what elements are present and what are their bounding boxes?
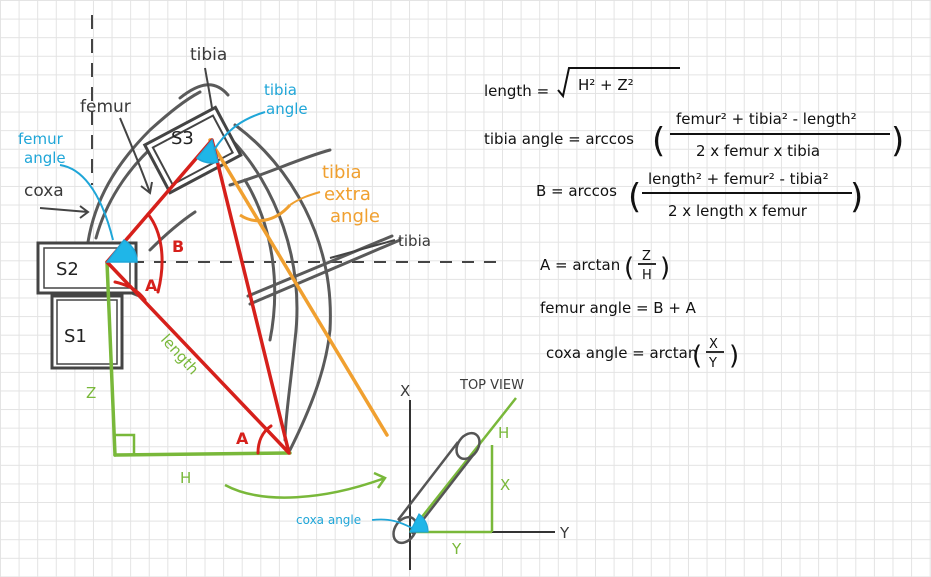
equation-b-lhs: B = arccos	[536, 182, 617, 200]
tibia-extra-angle-leader	[289, 191, 321, 206]
coxa-angle-leader	[371, 518, 413, 529]
coxa-angle-label: coxa angle	[296, 513, 361, 527]
top-view-x-axis-label: X	[400, 382, 410, 400]
h-label: H	[180, 469, 191, 487]
tibia-angle-label-line1: tibia	[264, 81, 297, 99]
s2-label: S2	[56, 259, 79, 280]
top-view-diagonal	[409, 397, 517, 533]
z-h-right-triangle	[105, 260, 292, 457]
svg-text:): )	[891, 121, 904, 161]
femur-angle-leader	[59, 164, 114, 241]
angle-a-lower-label: A	[236, 429, 249, 448]
femur-angle-label-line1: femur	[18, 130, 64, 148]
svg-text:): )	[729, 341, 739, 371]
equation-coxa-angle: coxa angle = arctan ( X Y )	[546, 337, 739, 371]
tibia-right-leader	[329, 239, 396, 259]
equation-tibia-lhs: tibia angle = arccos	[484, 130, 634, 148]
top-view-y-axis-label: Y	[559, 524, 570, 542]
equation-coxa-lhs: coxa angle = arctan	[546, 344, 697, 362]
top-view-x-label: X	[500, 476, 510, 494]
tibia-top-label: tibia	[190, 45, 227, 65]
tibia-angle-leader	[213, 111, 266, 151]
equation-coxa-denominator: Y	[708, 356, 717, 371]
equation-length: length = H² + Z²	[484, 67, 680, 100]
ik-triangle	[105, 138, 291, 455]
equation-b-numerator: length² + femur² - tibia²	[648, 170, 829, 188]
svg-text:): )	[660, 253, 670, 283]
coxa-arrow	[39, 205, 90, 219]
top-view-diagram: TOP VIEW X Y H X Y coxa angle	[296, 378, 570, 570]
coxa-label: coxa	[24, 181, 64, 201]
sqrt-sign	[557, 67, 680, 99]
equation-a-lhs: A = arctan	[540, 256, 620, 274]
equation-length-lhs: length =	[484, 82, 549, 100]
tibia-extension-line	[208, 138, 389, 437]
top-view-leg-link	[392, 431, 481, 545]
equation-a: A = arctan ( Z H )	[540, 249, 670, 283]
svg-text:(: (	[692, 341, 702, 371]
femur-arrow	[119, 117, 153, 195]
equation-length-rhs: H² + Z²	[578, 76, 634, 94]
tibia-top-leader	[204, 67, 213, 109]
tibia-extra-angle-arc	[239, 203, 292, 223]
tibia-right-label: tibia	[398, 232, 431, 250]
equation-a-denominator: H	[642, 268, 652, 283]
equation-femur-angle: femur angle = B + A	[540, 299, 697, 317]
tibia-angle-wedge	[195, 138, 219, 164]
top-view-title: TOP VIEW	[459, 378, 524, 393]
svg-text:(: (	[624, 253, 634, 283]
leg-outline	[86, 83, 402, 452]
coxa-angle-wedge	[409, 513, 429, 533]
z-label: Z	[86, 384, 96, 402]
equation-tibia-angle: tibia angle = arccos ( femur² + tibia² -…	[484, 110, 904, 161]
top-view-h-label: H	[498, 424, 509, 442]
tibia-extra-angle-label-line2: extra	[324, 184, 371, 205]
tibia-extra-angle-label-line1: tibia	[322, 162, 362, 183]
tibia-angle-label-line2: angle	[266, 100, 308, 118]
angle-a-upper-label: A	[145, 276, 158, 295]
femur-label: femur	[80, 97, 131, 117]
femur-angle-label-line2: angle	[24, 149, 66, 167]
equation-b-denominator: 2 x length x femur	[668, 202, 808, 220]
femur-angle-wedge	[105, 239, 138, 263]
tibia-extra-angle-label-line3: angle	[330, 206, 380, 227]
s3-label: S3	[171, 128, 194, 149]
to-top-view-arrow	[224, 471, 387, 499]
svg-text:(: (	[628, 177, 641, 217]
svg-text:(: (	[652, 121, 665, 161]
svg-text:): )	[850, 177, 863, 217]
top-view-y-label: Y	[451, 540, 462, 558]
s1-label: S1	[64, 326, 87, 347]
equation-coxa-numerator: X	[709, 337, 718, 352]
equation-tibia-denominator: 2 x femur x tibia	[696, 142, 820, 160]
equation-b: B = arccos ( length² + femur² - tibia² 2…	[536, 170, 863, 220]
angle-b-label: B	[172, 237, 184, 256]
equation-tibia-numerator: femur² + tibia² - length²	[676, 110, 857, 128]
equation-a-numerator: Z	[642, 249, 651, 264]
